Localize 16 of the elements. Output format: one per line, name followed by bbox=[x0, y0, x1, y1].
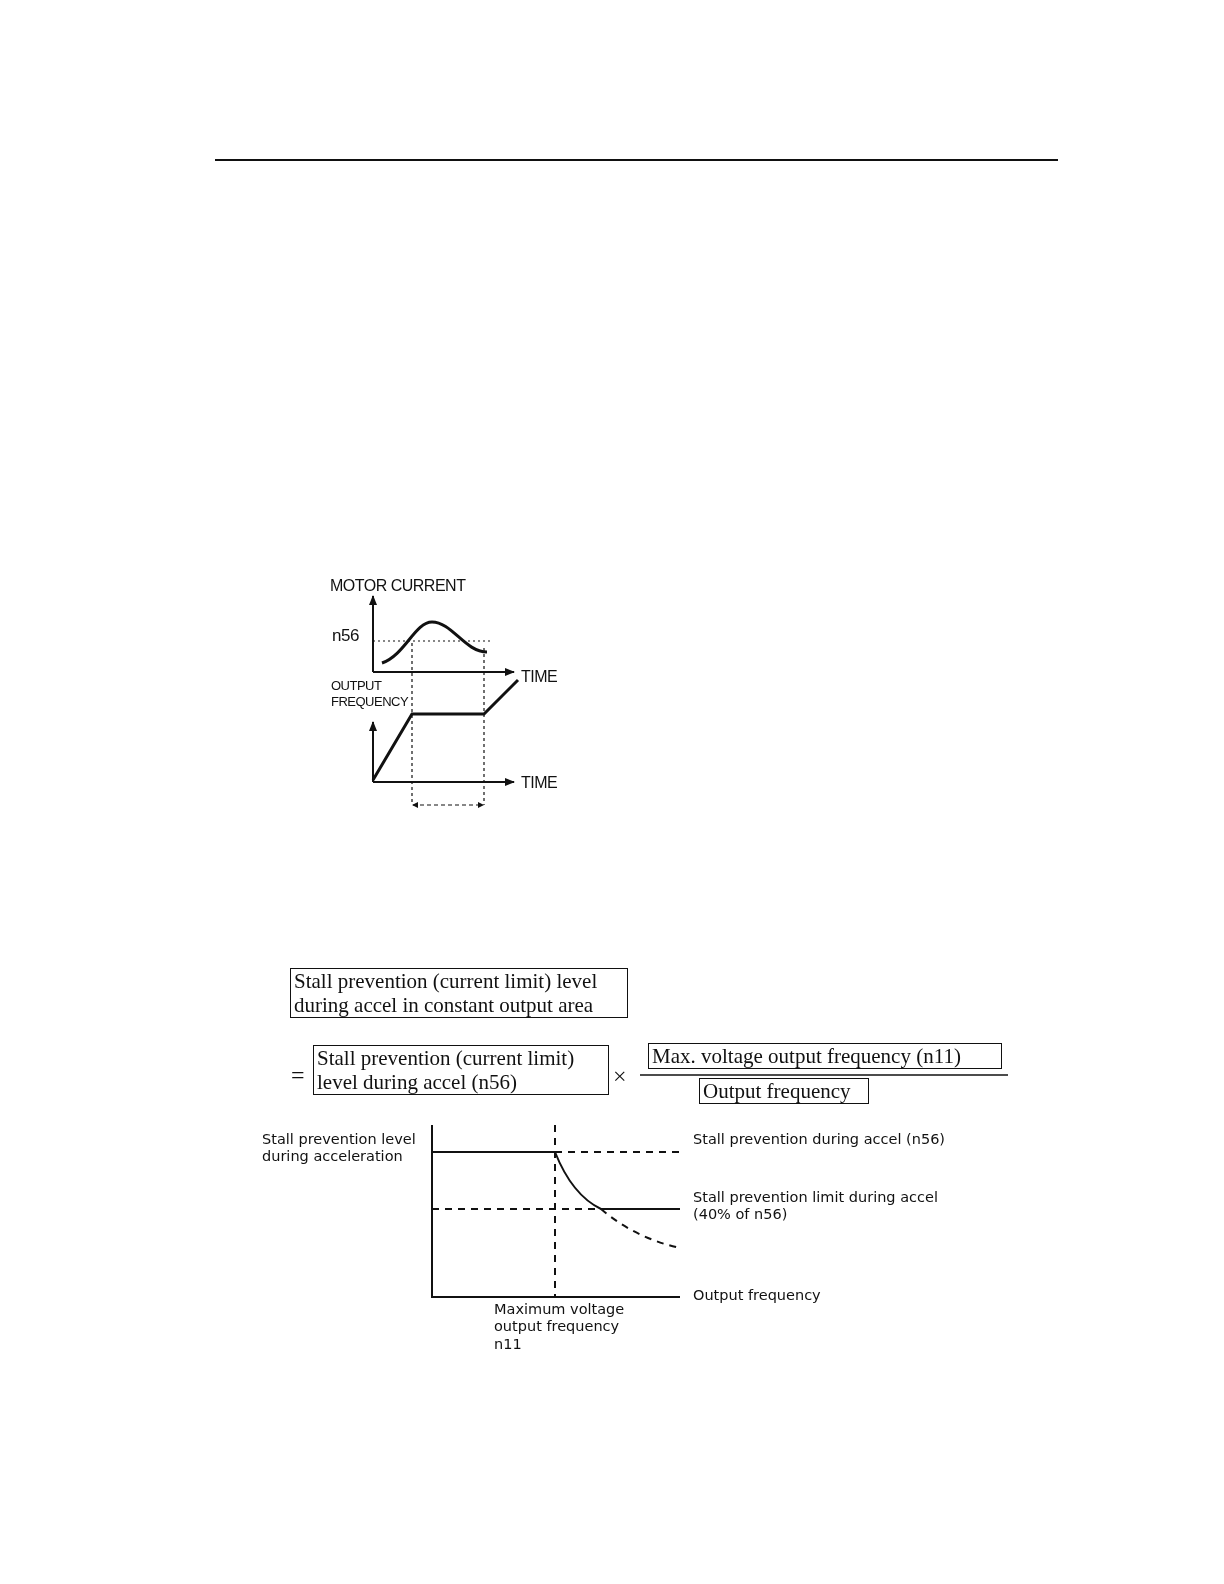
curve-label: Stall prevention during accel (n56) bbox=[693, 1131, 946, 1149]
axis-label: MOTOR CURRENT bbox=[330, 576, 466, 596]
tick-label: Maximum voltage output frequency n11 bbox=[494, 1301, 626, 1354]
formula-numerator-box: Max. voltage output frequency (n11) bbox=[648, 1043, 1002, 1070]
axis-label: Stall prevention level during acceleration bbox=[262, 1131, 417, 1166]
formula-term-box: Stall prevention (current limit) level during accel (n56) bbox=[313, 1045, 609, 1096]
equals-sign: = bbox=[291, 1062, 305, 1089]
curve-label: Stall prevention limit during accel (40% of n56) bbox=[693, 1189, 939, 1224]
axis-label: Output frequency bbox=[693, 1287, 821, 1305]
axis-label: OUTPUT FREQUENCY bbox=[331, 678, 410, 710]
formula-term-box: Stall prevention (current limit) level during accel in constant output area bbox=[290, 968, 628, 1019]
axis-label: TIME bbox=[521, 773, 558, 793]
axis-label: TIME bbox=[521, 667, 558, 687]
level-label: n56 bbox=[332, 626, 359, 647]
formula-denominator-box: Output frequency bbox=[699, 1078, 869, 1105]
multiply-sign: × bbox=[613, 1063, 627, 1090]
